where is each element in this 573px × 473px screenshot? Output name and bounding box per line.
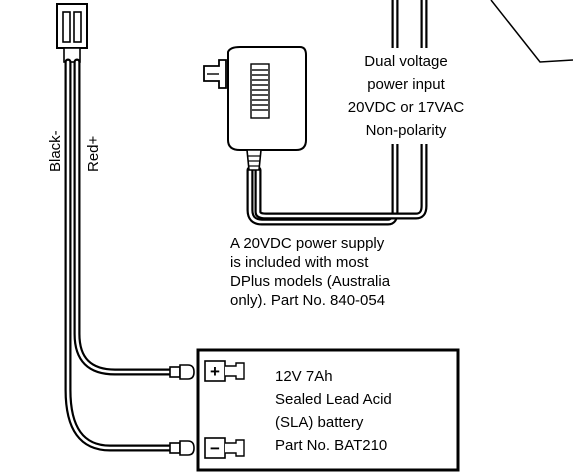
power-supply-note: A 20VDC power supply is included with mo… <box>230 235 391 309</box>
battery-leads <box>64 58 176 452</box>
power-supply-note-line-1: A 20VDC power supply <box>230 235 385 252</box>
sla-battery: + − 12V 7Ah Sealed Lead Acid (SLA) batte… <box>196 348 460 472</box>
battery-line-2: Sealed Lead Acid <box>275 391 392 408</box>
power-supply-note-line-3: DPlus models (Australia <box>230 273 391 290</box>
negative-symbol: − <box>210 439 220 458</box>
power-input-line-1: Dual voltage <box>364 53 447 70</box>
panel-outline <box>490 0 573 63</box>
positive-ring-terminal <box>169 364 195 380</box>
negative-ring-terminal <box>169 440 195 456</box>
red-wire-label: Red+ <box>85 135 102 172</box>
power-supply-note-line-4: only). Part No. 840-054 <box>230 292 385 309</box>
battery-line-4: Part No. BAT210 <box>275 437 387 454</box>
battery-lead-connector <box>56 3 88 63</box>
plug-pack-power-supply <box>203 46 307 171</box>
positive-symbol: + <box>210 362 220 381</box>
battery-positive-terminal: + <box>204 360 245 382</box>
battery-line-3: (SLA) battery <box>275 414 364 431</box>
power-input-label: Dual voltage power input 20VDC or 17VAC … <box>330 48 480 144</box>
power-supply-cables <box>246 0 428 226</box>
power-input-line-2: power input <box>367 76 445 93</box>
power-input-line-3: 20VDC or 17VAC <box>348 99 465 116</box>
power-input-line-4: Non-polarity <box>366 122 447 139</box>
black-wire-label: Black- <box>47 130 64 172</box>
power-supply-note-line-2: is included with most <box>230 254 369 271</box>
battery-line-1: 12V 7Ah <box>275 368 333 385</box>
battery-negative-terminal: − <box>204 437 245 459</box>
vent-slots <box>252 69 268 111</box>
